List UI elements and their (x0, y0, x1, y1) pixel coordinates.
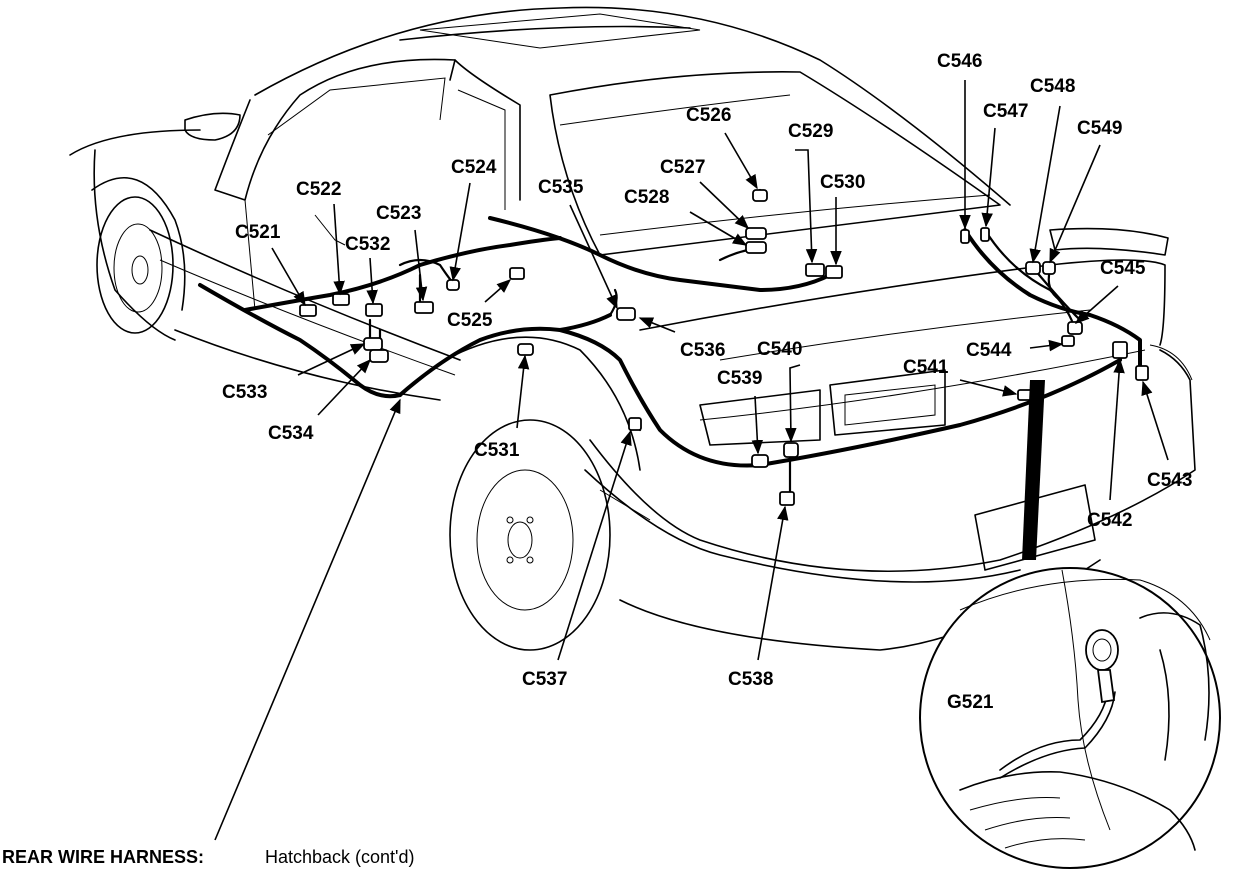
label-c539: C539 (717, 368, 762, 389)
label-c549: C549 (1077, 118, 1122, 139)
label-c532: C532 (345, 234, 390, 255)
label-c534: C534 (268, 423, 314, 444)
label-c538: C538 (728, 669, 773, 690)
label-c528: C528 (624, 187, 669, 208)
label-c526: C526 (686, 105, 731, 126)
g521-inset (919, 380, 1221, 869)
label-c524: C524 (451, 157, 497, 178)
label-c542: C542 (1087, 510, 1132, 531)
label-c527: C527 (660, 157, 705, 178)
label-c543: C543 (1147, 470, 1192, 491)
label-c536: C536 (680, 340, 725, 361)
label-c531: C531 (474, 440, 520, 461)
label-c530: C530 (820, 172, 865, 193)
label-c545: C545 (1100, 258, 1146, 279)
label-c547: C547 (983, 101, 1028, 122)
label-c535: C535 (538, 177, 584, 198)
label-c523: C523 (376, 203, 421, 224)
label-c541: C541 (903, 357, 949, 378)
label-c537: C537 (522, 669, 567, 690)
caption-subtitle: Hatchback (cont'd) (265, 847, 415, 867)
caption-title: REAR WIRE HARNESS: (2, 847, 204, 867)
label-g521: G521 (947, 692, 994, 713)
label-c521: C521 (235, 222, 281, 243)
leader-lines (214, 80, 1169, 841)
label-c540: C540 (757, 339, 802, 360)
label-c544: C544 (966, 340, 1012, 361)
label-c546: C546 (937, 51, 982, 72)
label-c525: C525 (447, 310, 493, 331)
connector-labels: C521 C522 C523 C524 C525 C526 C527 C528 … (222, 51, 1192, 713)
label-c548: C548 (1030, 76, 1075, 97)
label-c522: C522 (296, 179, 341, 200)
label-c529: C529 (788, 121, 833, 142)
label-c533: C533 (222, 382, 267, 403)
